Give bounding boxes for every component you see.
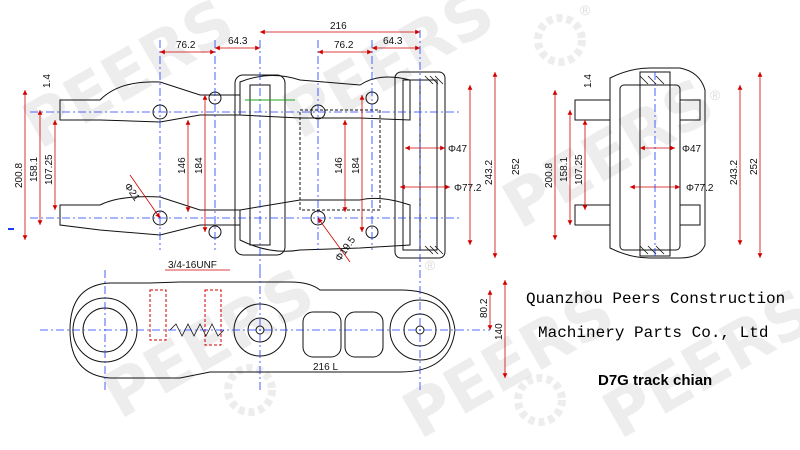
side-view-dimensions <box>165 269 508 378</box>
end-dim-width-inner: 243.2 <box>729 160 740 185</box>
dim-hole-dia: Φ21 <box>122 181 142 203</box>
registered-mark: ® <box>425 257 436 273</box>
top-view <box>30 30 460 270</box>
dim-shoe-gap: 1.4 <box>42 74 53 88</box>
dim-height-half: 80.2 <box>479 298 490 318</box>
end-dim-h-outer: 200.8 <box>544 163 555 188</box>
end-view-dimensions <box>552 72 763 258</box>
dim-bush-b: 146 <box>334 157 345 174</box>
dim-offset-a: 64.3 <box>228 36 248 47</box>
end-dim-shoe-gap: 1.4 <box>583 74 594 88</box>
end-dim-h-inner: 107.25 <box>574 154 585 185</box>
end-dim-bush-outer-dia: Φ77.2 <box>686 183 714 194</box>
dim-h-inner: 107.25 <box>44 154 55 185</box>
watermark-gear-icon <box>224 364 276 416</box>
watermark-gear-icon <box>514 374 566 426</box>
dim-pitch-b: 76.2 <box>334 40 354 51</box>
watermark-gear-icon <box>534 14 586 66</box>
side-view-labels: 3/4-16UNF 216 L 80.2 140 <box>168 260 505 373</box>
dim-bush-dia: Φ47 <box>448 144 468 155</box>
dim-pitch-a: 76.2 <box>176 40 196 51</box>
dim-width-outer: 252 <box>511 158 522 175</box>
registered-mark: ® <box>710 87 721 103</box>
side-view <box>40 270 490 390</box>
dim-height-total: 140 <box>494 323 505 340</box>
end-view <box>574 67 706 259</box>
end-dim-h-mid: 158.1 <box>559 157 570 182</box>
dim-bush-a: 146 <box>177 157 188 174</box>
end-dim-width-outer: 252 <box>749 158 760 175</box>
dim-link-b: 184 <box>351 157 362 174</box>
dim-pitch-label: 216 L <box>313 362 338 373</box>
dim-bush-outer-dia: Φ77.2 <box>454 183 482 194</box>
dim-width-inner: 243.2 <box>484 160 495 185</box>
company-name-line2: Machinery Parts Co., Ltd <box>538 324 769 342</box>
dim-h-outer: 200.8 <box>14 163 25 188</box>
dim-thread: 3/4-16UNF <box>168 260 217 271</box>
dim-pitch-total: 216 <box>330 21 347 32</box>
end-dim-bush-dia: Φ47 <box>682 144 702 155</box>
dim-link-a: 184 <box>194 157 205 174</box>
bushing-circle <box>389 299 451 361</box>
company-name-line1: Quanzhou Peers Construction <box>526 290 786 308</box>
end-view-labels: 1.4 200.8 158.1 107.25 Φ47 Φ77.2 243.2 2… <box>544 74 760 194</box>
dim-offset-b: 64.3 <box>383 36 403 47</box>
product-title: D7G track chian <box>598 372 713 389</box>
top-view-dimensions <box>22 29 498 263</box>
registered-mark: ® <box>580 2 591 18</box>
dim-h-mid: 158.1 <box>29 157 40 182</box>
